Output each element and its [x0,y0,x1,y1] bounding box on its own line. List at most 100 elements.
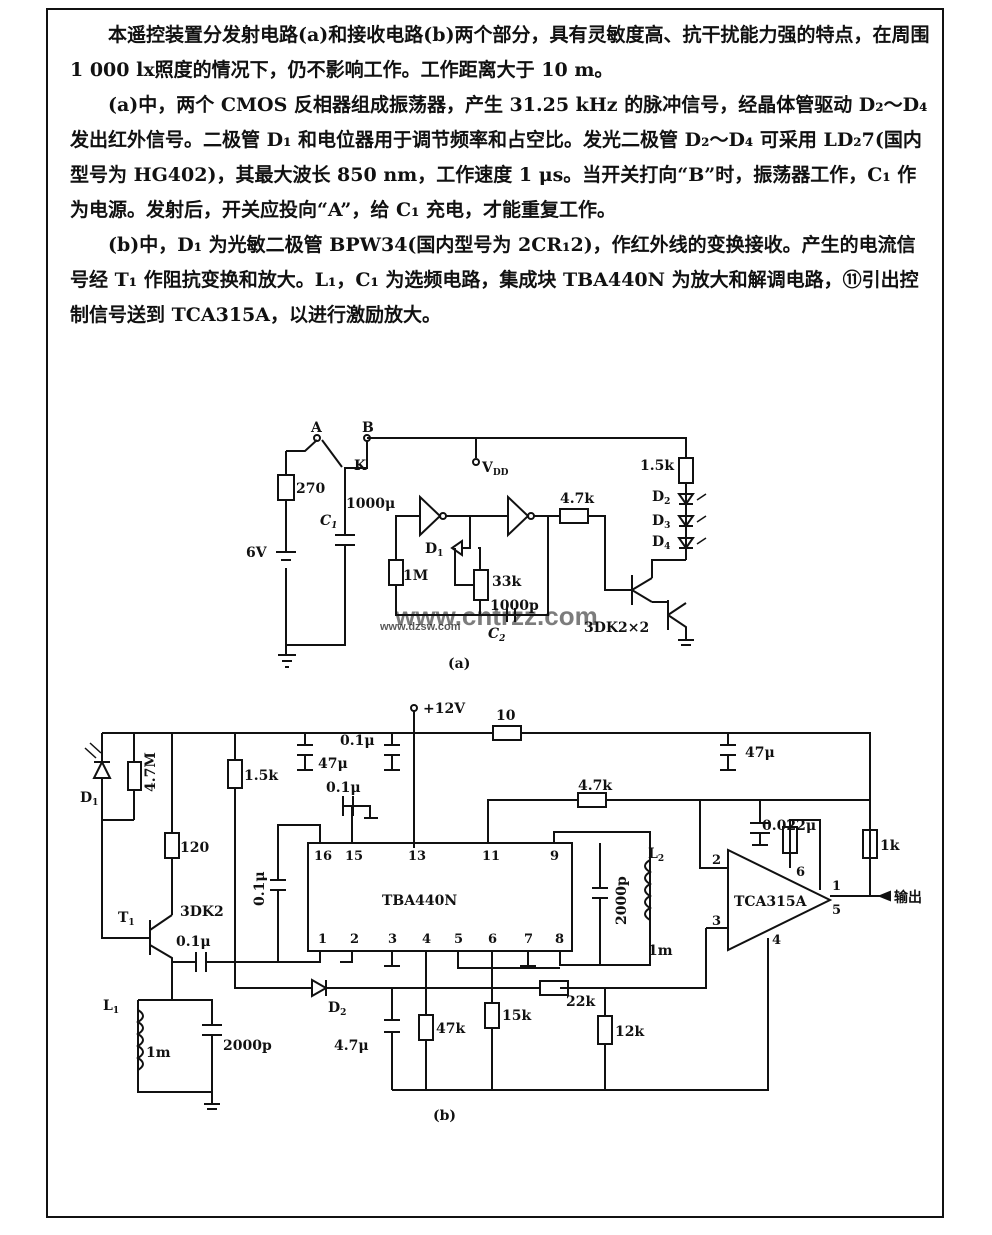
pin-5: 5 [454,932,463,947]
led-d3 [677,515,695,528]
resistor-1k [862,829,878,859]
capacitor-2000p-a [202,1024,222,1036]
resistor-47k [418,1014,434,1041]
watermark-small: www.dzsw.com [379,621,461,633]
label-c01d: 0.1μ [326,780,361,796]
ic2-pin-6: 6 [796,865,805,880]
resistor-4.7k [577,792,607,808]
label-r15k-b: 15k [502,1008,531,1024]
caption-b: (b) [433,1108,456,1124]
label-c47u: 4.7μ [334,1038,369,1054]
label-c1-value: 1000μ [346,496,395,512]
description-text: 本遥控装置分发射电路(a)和接收电路(b)两个部分，具有灵敏度高、抗干扰能力强的… [70,18,930,333]
pin-6: 6 [488,932,497,947]
label-d1: D1 [425,541,443,559]
label-d3: D3 [652,513,670,531]
label-l1-value: 1m [146,1045,171,1061]
label-c2-value: 1000p [490,598,539,614]
pin-16: 16 [314,849,332,864]
ic2-pin-4: 4 [772,933,781,948]
led-d2 [677,493,695,506]
label-d2: D2 [652,489,670,507]
resistor-15k [484,1002,500,1029]
ic-tba440n [307,842,573,952]
label-l1: L1 [103,998,119,1016]
photodiode-d1 [92,759,112,779]
label-r120: 120 [180,840,209,856]
label-c01b: 0.1μ [176,934,211,950]
label-ic1: TBA440N [382,893,457,909]
capacitor-0.1u-coupling [172,952,235,972]
ic2-pin-5: 5 [832,903,841,918]
label-d2-b: D2 [328,1000,346,1018]
transistor-t1 [149,914,173,1000]
label-switch-b: B [362,420,374,436]
page-frame: 本遥控装置分发射电路(a)和接收电路(b)两个部分，具有灵敏度高、抗干扰能力强的… [46,8,944,1218]
pin-9: 9 [550,849,559,864]
capacitor-47u-a [297,733,313,770]
pin-2: 2 [350,932,359,947]
label-r1k: 1k [880,838,900,854]
capacitor-47u-b [720,733,736,771]
inverter-1 [419,494,442,538]
label-c1: C1 [320,513,337,531]
pin-4: 4 [422,932,431,947]
label-c0022: 0.022μ [762,818,816,834]
ground-symbol [278,654,296,668]
ic2-pin-1: 1 [832,879,841,894]
pin-8: 8 [555,932,564,947]
capacitor-4.7u [384,988,400,1090]
label-output: 输出 [894,889,922,906]
capacitor-c2 [506,608,516,622]
label-r22k: 22k [566,994,595,1010]
inductor-l2 [644,859,652,921]
watermark-main: www.cntrzz.com [394,601,598,631]
resistor-4.7k [559,508,589,524]
label-switch-a: A [310,420,323,436]
resistor-1.5k [227,759,243,789]
label-r47k-b: 47k [436,1021,465,1037]
label-l2-value: 1m [648,943,673,959]
pin-3: 3 [388,932,397,947]
label-c2000a: 2000p [223,1038,272,1054]
paragraph-3: (b)中，D₁ 为光敏二极管 BPW34(国内型号为 2CR₁2)，作红外线的变… [70,234,919,326]
diode-d2 [311,978,329,998]
resistor-270 [277,474,295,501]
ic2-pin-2: 2 [712,853,721,868]
label-r270: 270 [296,481,325,497]
label-c01c: 0.1μ [252,871,268,906]
label-c01a: 0.1μ [340,733,375,749]
label-r1.5k: 1.5k [244,768,278,784]
paragraph-1: 本遥控装置分发射电路(a)和接收电路(b)两个部分，具有灵敏度高、抗干扰能力强的… [70,24,930,81]
label-t1: T1 [118,910,135,928]
label-switch-k: K [354,458,367,474]
label-ic2: TCA315A [734,894,808,910]
label-c47b: 47μ [745,745,775,761]
switch-k [286,439,343,468]
capacitor-0.1u-a [384,733,400,770]
pin-7: 7 [524,932,533,947]
resistor-4.7m [127,761,142,791]
label-r10: 10 [496,708,516,724]
caption-a: (a) [448,656,470,672]
resistor-1.5k [678,457,694,484]
resistor-22k [539,980,569,996]
pin-13: 13 [408,849,426,864]
label-d1-b: D1 [80,790,98,808]
ic-tca315a [727,848,833,952]
ic2-pin-3: 3 [712,914,721,929]
label-pot: 33k [492,574,521,590]
label-c2: C2 [488,626,505,644]
diode-d1 [450,539,463,557]
label-transistor-type: 3DK2×2 [584,620,649,636]
led-d4 [677,537,695,550]
pin-15: 15 [345,849,363,864]
pin-1: 1 [318,932,327,947]
label-vdd: VDD [481,460,509,478]
resistor-1m [388,559,404,586]
label-r1m: 1M [403,568,428,584]
capacitor-c1 [335,534,355,546]
transistor-1 [631,575,653,605]
resistor-12k [597,1015,613,1045]
